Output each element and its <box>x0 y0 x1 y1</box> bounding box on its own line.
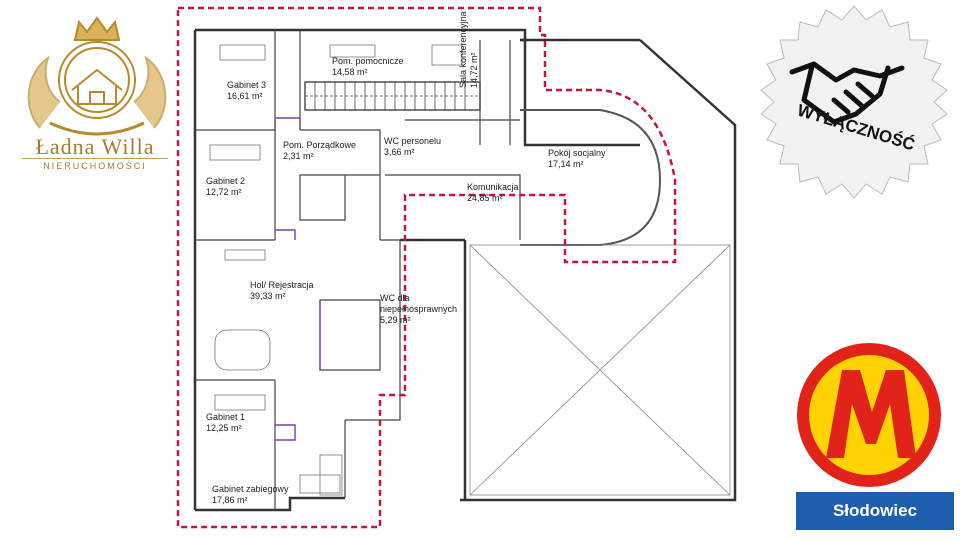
partitions <box>275 117 321 441</box>
open-hall-diagonals <box>469 244 731 496</box>
metro-logo <box>797 343 941 487</box>
metro-station-label: Słodowiec <box>796 492 954 530</box>
brand-name: Ładna Willa <box>35 134 155 159</box>
furniture <box>209 44 463 496</box>
ladna-willa-logo <box>27 16 167 136</box>
interior-walls <box>195 30 521 510</box>
walls <box>193 28 737 512</box>
rented-area-outline <box>176 6 677 529</box>
exclusivity-seal <box>760 5 948 199</box>
brand-tagline: NIERUCHOMOŚCI <box>22 158 168 171</box>
handshake-icon <box>789 61 905 125</box>
staircase <box>304 81 481 111</box>
